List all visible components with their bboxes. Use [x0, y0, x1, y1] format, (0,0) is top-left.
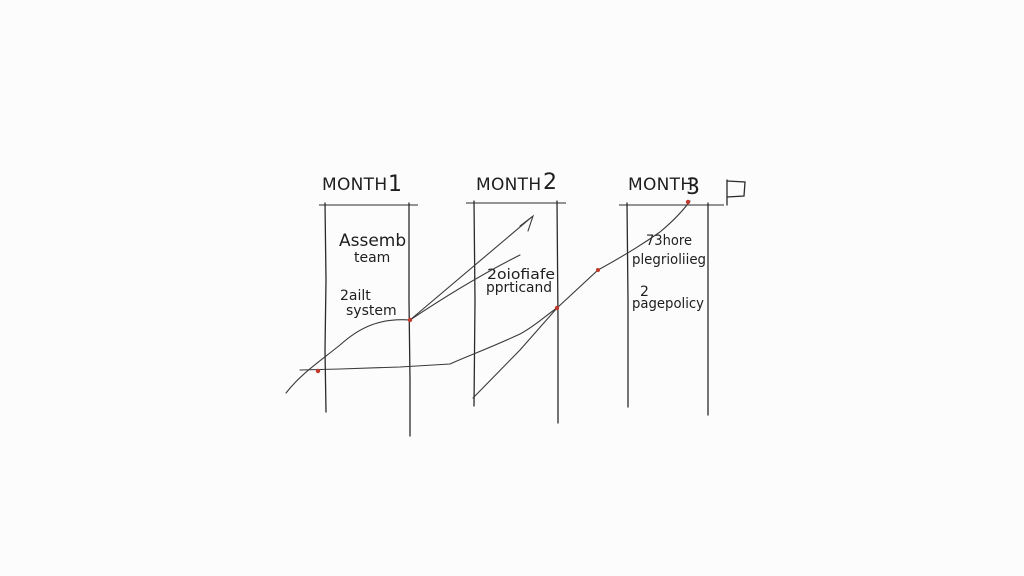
- month-2-number: 2: [543, 170, 557, 195]
- note-m1-line3: 2ailt: [340, 288, 371, 304]
- month-header-2: MONTH 2: [476, 170, 557, 195]
- month-3-number: 3: [686, 175, 700, 200]
- column-month-3: [619, 202, 724, 416]
- note-m3-line2: plegrioliieg: [632, 252, 706, 268]
- note-m1-line2: team: [354, 250, 390, 266]
- trend-line-lower: [285, 254, 521, 394]
- notes-month-3: 73hore plegrioliieg 2 pagepolicy: [632, 233, 706, 312]
- note-m3-line1: 73hore: [646, 233, 692, 249]
- note-m2-line1: 2oiofiafe: [487, 267, 555, 283]
- column-month-1: [319, 202, 418, 437]
- month-1-word: MONTH: [322, 175, 387, 195]
- note-m1-line1: Assemb: [339, 231, 406, 251]
- marker-dot: [596, 268, 600, 272]
- milestone-markers: [315, 199, 691, 374]
- marker-dot: [315, 368, 321, 374]
- notes-month-1: Assemb team 2ailt system: [339, 231, 406, 319]
- marker-dot: [685, 199, 691, 205]
- note-m2-line2: pprticand: [486, 280, 552, 296]
- month-1-number: 1: [388, 172, 402, 197]
- marker-dot: [407, 317, 413, 323]
- month-header-3: MONTH 3: [628, 175, 700, 200]
- arrow-icon: [409, 214, 535, 321]
- month-header-1: MONTH 1: [322, 172, 402, 197]
- note-m1-line4: system: [346, 303, 397, 319]
- flag-icon: [726, 179, 746, 206]
- note-m3-line4: pagepolicy: [632, 296, 704, 312]
- notes-month-2: 2oiofiafe pprticand: [486, 267, 555, 296]
- month-3-word: MONTH: [628, 175, 693, 195]
- column-month-2: [466, 200, 566, 424]
- trend-line-baseline: [299, 307, 558, 371]
- month-2-word: MONTH: [476, 175, 541, 195]
- marker-dot: [554, 305, 560, 311]
- note-m3-line3: 2: [640, 284, 649, 300]
